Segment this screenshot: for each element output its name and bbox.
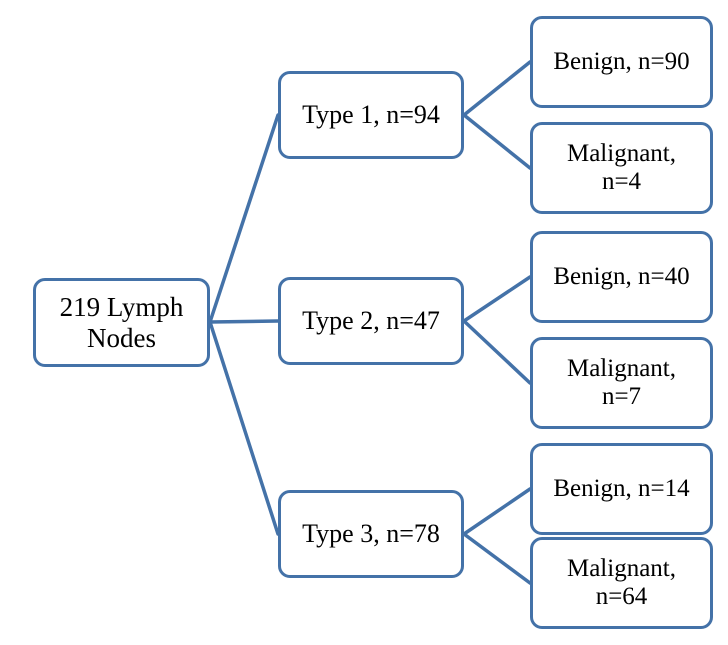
node-type-2-label: Type 2, n=47 (302, 306, 440, 336)
node-type-2-benign-label: Benign, n=40 (553, 263, 690, 290)
node-type-3[interactable]: Type 3, n=78 (278, 490, 464, 578)
edge-root-to-type-2 (208, 319, 280, 324)
node-type-2[interactable]: Type 2, n=47 (278, 277, 464, 365)
node-type-2-malignant-label: Malignant, n=7 (566, 355, 676, 410)
node-type-1-label: Type 1, n=94 (302, 100, 440, 130)
edge-type-2-to-malignant (462, 319, 532, 385)
node-type-1[interactable]: Type 1, n=94 (278, 71, 464, 159)
node-type-3-label: Type 3, n=78 (302, 519, 440, 549)
edge-type-3-to-benign (462, 487, 532, 536)
node-type-1-malignant-label: Malignant, n=4 (566, 140, 676, 195)
edge-type-3-to-malignant (462, 532, 532, 585)
node-type-3-benign-label: Benign, n=14 (553, 475, 690, 502)
edge-type-1-to-benign (462, 60, 532, 117)
node-type-2-benign[interactable]: Benign, n=40 (530, 231, 713, 323)
node-root-lymph-nodes[interactable]: 219 Lymph Nodes (33, 278, 210, 367)
node-type-2-malignant[interactable]: Malignant, n=7 (530, 337, 713, 429)
node-root-label: 219 Lymph Nodes (59, 292, 184, 353)
node-type-3-benign[interactable]: Benign, n=14 (530, 443, 713, 535)
node-type-1-benign[interactable]: Benign, n=90 (530, 16, 713, 108)
node-type-1-benign-label: Benign, n=90 (553, 48, 690, 75)
node-type-1-malignant[interactable]: Malignant, n=4 (530, 122, 713, 214)
edge-root-to-type-3 (208, 320, 280, 536)
edge-root-to-type-1 (208, 113, 280, 324)
edge-type-2-to-benign (462, 275, 532, 323)
node-type-3-malignant-label: Malignant, n=64 (566, 555, 676, 610)
edge-type-1-to-malignant (462, 113, 532, 170)
node-type-3-malignant[interactable]: Malignant, n=64 (530, 537, 713, 629)
